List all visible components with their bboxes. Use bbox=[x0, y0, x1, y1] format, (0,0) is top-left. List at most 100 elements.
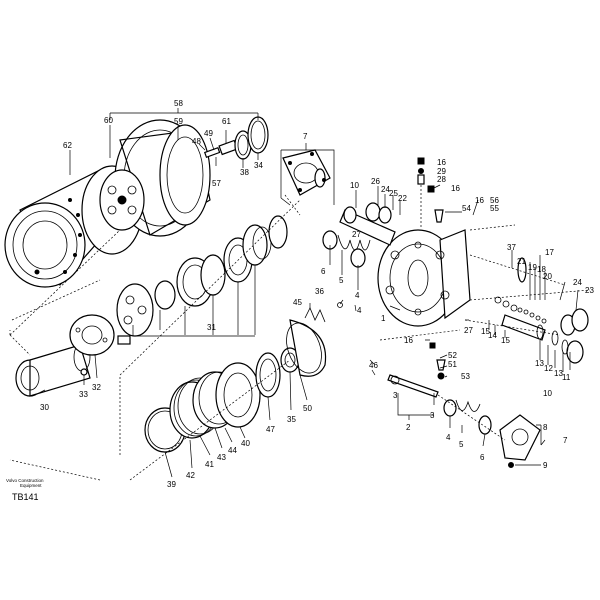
callout-37: 37 bbox=[507, 243, 516, 252]
plug-16d bbox=[429, 342, 436, 349]
callout-30: 30 bbox=[40, 403, 49, 412]
output-shaft-30 bbox=[15, 342, 91, 397]
callout-5-b: 5 bbox=[459, 440, 464, 449]
callout-25: 25 bbox=[389, 189, 398, 198]
callout-49: 49 bbox=[204, 129, 213, 138]
callout-23: 23 bbox=[585, 286, 594, 295]
callout-8: 8 bbox=[543, 423, 548, 432]
cover-plate-7 bbox=[280, 149, 335, 206]
callout-59: 59 bbox=[174, 117, 183, 126]
callout-10: 10 bbox=[350, 181, 359, 190]
callout-14: 14 bbox=[488, 331, 497, 340]
callout-62: 62 bbox=[63, 141, 72, 150]
callout-19: 19 bbox=[528, 263, 537, 272]
pin-2 bbox=[387, 374, 439, 398]
callout-24: 24 bbox=[381, 185, 390, 194]
callout-47: 47 bbox=[266, 425, 275, 434]
callout-29: 29 bbox=[437, 167, 446, 176]
callout-36: 36 bbox=[315, 287, 324, 296]
callout-38: 38 bbox=[240, 168, 249, 177]
callout-15: 15 bbox=[481, 327, 490, 336]
callout-9: 9 bbox=[543, 461, 548, 470]
callout-40: 40 bbox=[241, 439, 250, 448]
callout-7-b: 7 bbox=[563, 436, 568, 445]
callout-61: 61 bbox=[222, 117, 231, 126]
callout-12: 12 bbox=[544, 364, 553, 373]
callout-46: 46 bbox=[369, 361, 378, 370]
callout-16-c: 16 bbox=[475, 196, 484, 205]
callout-16-b: 16 bbox=[451, 184, 460, 193]
plug-16b bbox=[427, 185, 435, 193]
callout-13-b: 13 bbox=[554, 369, 563, 378]
callout-45: 45 bbox=[293, 298, 302, 307]
callout-11: 11 bbox=[562, 373, 571, 382]
callout-33: 33 bbox=[79, 390, 88, 399]
callout-16: 16 bbox=[437, 158, 446, 167]
callout-50: 50 bbox=[303, 404, 312, 413]
callout-7: 7 bbox=[303, 132, 308, 141]
callout-55: 55 bbox=[490, 204, 499, 213]
callout-15-b: 15 bbox=[501, 336, 510, 345]
motor-head-1 bbox=[377, 229, 471, 327]
callout-21: 21 bbox=[517, 257, 526, 266]
callout-18: 18 bbox=[537, 265, 546, 274]
callout-57: 57 bbox=[212, 179, 221, 188]
callout-27-b: 27 bbox=[464, 326, 473, 335]
callout-1: 1 bbox=[381, 314, 386, 323]
callout-54: 54 bbox=[462, 204, 471, 213]
spring-45 bbox=[304, 302, 343, 323]
callout-17: 17 bbox=[545, 248, 554, 257]
plug-33 bbox=[80, 368, 88, 376]
plug-16a bbox=[417, 157, 425, 165]
callout-4-b: 4 bbox=[357, 306, 362, 315]
callout-10-b: 10 bbox=[543, 389, 552, 398]
callout-27: 27 bbox=[352, 230, 361, 239]
fitting-54 bbox=[434, 209, 444, 223]
callout-4: 4 bbox=[355, 291, 360, 300]
flange-32 bbox=[69, 314, 115, 356]
plug-28 bbox=[417, 174, 425, 185]
callout-16-d: 16 bbox=[404, 336, 413, 345]
callout-52: 52 bbox=[448, 351, 457, 360]
ring-gear-housing-59 bbox=[99, 119, 211, 237]
spring-pack-lower bbox=[443, 399, 492, 435]
figure-code: TB141 bbox=[12, 492, 39, 502]
callout-6: 6 bbox=[321, 267, 326, 276]
callout-41: 41 bbox=[205, 460, 214, 469]
bolt-48 bbox=[203, 139, 238, 158]
callout-6-b: 6 bbox=[480, 453, 485, 462]
callout-56: 56 bbox=[490, 196, 499, 205]
callout-58: 58 bbox=[174, 99, 183, 108]
callout-42: 42 bbox=[186, 471, 195, 480]
callout-53: 53 bbox=[461, 372, 470, 381]
bearing-seal-row bbox=[144, 319, 327, 453]
callout-20: 20 bbox=[543, 272, 552, 281]
planetary-gear-set-31 bbox=[116, 215, 288, 337]
callout-39: 39 bbox=[167, 480, 176, 489]
seal-34 bbox=[247, 116, 269, 154]
callout-35: 35 bbox=[287, 415, 296, 424]
callout-3: 3 bbox=[393, 391, 398, 400]
callout-2: 2 bbox=[406, 423, 411, 432]
ball-29 bbox=[418, 168, 424, 174]
callout-24-b: 24 bbox=[573, 278, 582, 287]
callout-51: 51 bbox=[448, 360, 457, 369]
callout-32: 32 bbox=[92, 383, 101, 392]
callout-31: 31 bbox=[207, 323, 216, 332]
plug-53 bbox=[437, 372, 445, 380]
callout-48: 48 bbox=[192, 137, 201, 146]
callout-60: 60 bbox=[104, 116, 113, 125]
callout-43: 43 bbox=[217, 453, 226, 462]
callout-44: 44 bbox=[228, 446, 237, 455]
callout-26: 26 bbox=[371, 177, 380, 186]
callout-3-b: 3 bbox=[430, 411, 435, 420]
shaft-10 bbox=[339, 202, 396, 246]
callout-5: 5 bbox=[339, 276, 344, 285]
callout-22: 22 bbox=[398, 194, 407, 203]
callout-13: 13 bbox=[535, 359, 544, 368]
callout-28: 28 bbox=[437, 175, 446, 184]
publisher-line-1: Volvo Construction bbox=[6, 478, 44, 483]
valve-spool-17 bbox=[494, 257, 589, 364]
callout-34: 34 bbox=[254, 161, 263, 170]
